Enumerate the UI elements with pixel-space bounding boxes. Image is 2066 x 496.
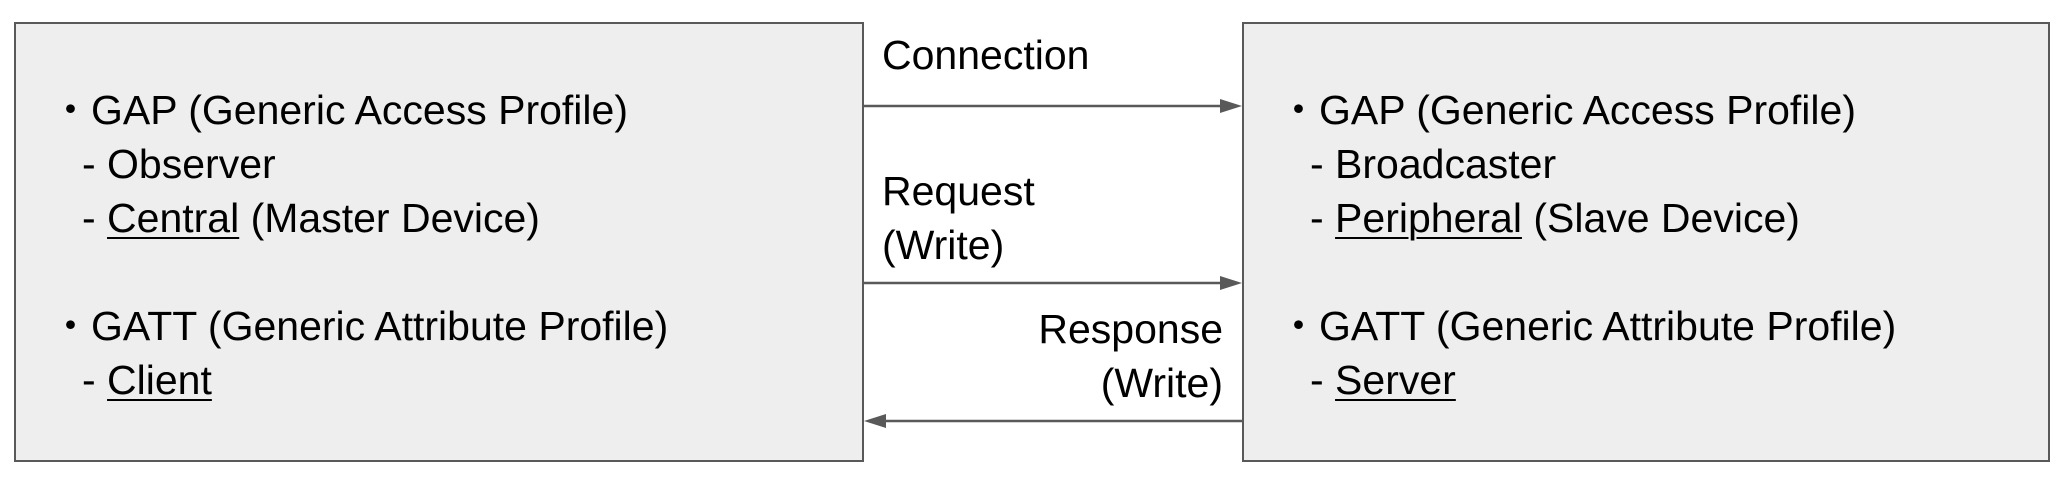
server-peripheral-name: Peripheral [1335, 195, 1522, 241]
client-gatt-role-client: - Client [82, 356, 212, 404]
server-gap-role-broadcaster: - Broadcaster [1310, 141, 1557, 187]
connection-label: Connection [882, 32, 1090, 78]
response-label-line1: Response [1038, 306, 1223, 352]
server-gatt-prefix: - [1310, 357, 1336, 403]
client-gap-role-observer: - Observer [82, 141, 276, 187]
connection-arrow [864, 99, 1242, 113]
server-gatt-name: Server [1335, 357, 1456, 403]
client-central-prefix: - [82, 195, 108, 241]
response-label-line2: (Write) [1100, 360, 1223, 406]
server-gap-role-peripheral: - Peripheral (Slave Device) [1310, 194, 1800, 242]
client-central-name: Central [107, 195, 240, 241]
client-gap-heading: ・GAP (Generic Access Profile) [50, 87, 628, 133]
client-gatt-name: Client [107, 357, 212, 403]
server-gatt-heading: ・GATT (Generic Attribute Profile) [1278, 303, 1897, 349]
client-gatt-heading: ・GATT (Generic Attribute Profile) [50, 303, 669, 349]
client-gap-role-central: - Central (Master Device) [82, 194, 540, 242]
request-label-line2: (Write) [882, 222, 1005, 268]
server-device-box [1242, 22, 2050, 462]
server-peripheral-suffix: (Slave Device) [1521, 195, 1800, 241]
server-gap-heading: ・GAP (Generic Access Profile) [1278, 87, 1856, 133]
response-arrow [864, 414, 1242, 428]
server-gatt-role-server: - Server [1310, 356, 1456, 404]
request-label-line1: Request [882, 168, 1035, 214]
request-arrow [864, 276, 1242, 290]
client-central-suffix: (Master Device) [239, 195, 540, 241]
client-gatt-prefix: - [82, 357, 108, 403]
client-device-box [14, 22, 864, 462]
server-peripheral-prefix: - [1310, 195, 1336, 241]
